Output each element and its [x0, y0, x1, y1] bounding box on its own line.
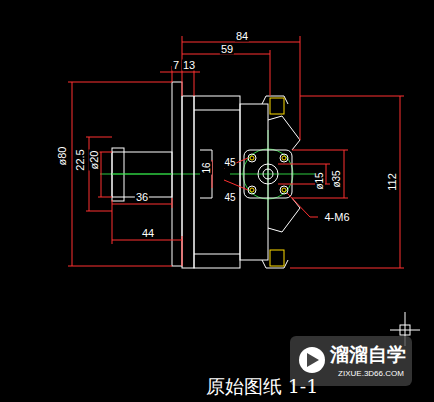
dimension-text: 45	[223, 158, 236, 168]
dimension-text: 16	[202, 161, 212, 174]
watermark-text: ZIXUE.3D66.COM	[337, 370, 405, 378]
dimension-text: 13	[182, 60, 196, 71]
dimension-text: 112	[387, 172, 398, 192]
dimension-text: 36	[135, 192, 149, 203]
dimension-text: 4-M6	[323, 212, 350, 223]
dimension-text: 45	[223, 193, 236, 203]
dimension-text: 59	[220, 44, 234, 55]
dimension-text: 22.5	[75, 148, 86, 171]
dimension-text: 84	[235, 31, 249, 42]
watermark-text: 溜溜自学	[329, 345, 407, 364]
dimension-text: 7	[172, 60, 180, 71]
dimension-text: ø20	[89, 150, 100, 171]
dimension-text: ø15	[315, 171, 325, 190]
dimension-text: 44	[141, 228, 155, 239]
dimension-text: ø80	[57, 146, 68, 167]
drawing-caption: 原始图纸 1-1	[206, 377, 319, 396]
dimension-text: ø35	[332, 169, 342, 188]
